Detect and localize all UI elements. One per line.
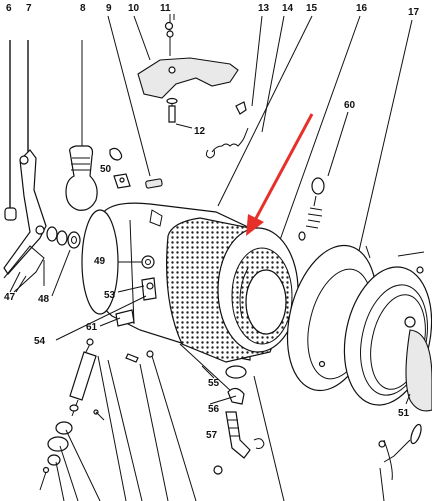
bottom-parts — [39, 338, 385, 501]
callout-10: 10 — [128, 3, 140, 14]
callout-50: 50 — [100, 164, 112, 175]
leader-lines-top-right — [217, 15, 413, 265]
perforated-drum — [166, 217, 299, 363]
callout-8: 8 — [80, 3, 86, 14]
callout-13: 13 — [258, 3, 270, 14]
callout-leaders — [15, 14, 411, 405]
callout-11: 11 — [160, 3, 171, 14]
callout-labels: 6 7 8 9 10 11 12 13 14 15 16 17 60 50 49… — [4, 3, 420, 441]
spring-part-60 — [298, 177, 325, 241]
callout-15: 15 — [306, 3, 318, 14]
callout-7: 7 — [26, 3, 32, 14]
callout-61: 61 — [86, 322, 98, 333]
front-ring — [343, 245, 432, 481]
callout-53: 53 — [104, 290, 116, 301]
hose-part-8 — [65, 40, 98, 211]
left-brackets — [3, 40, 47, 293]
callout-56: 56 — [208, 404, 220, 415]
callout-57: 57 — [206, 430, 218, 441]
callout-16: 16 — [356, 3, 368, 14]
washers-47-48 — [9, 226, 81, 293]
top-bracket-10 — [133, 14, 239, 129]
red-pointer-arrow — [246, 113, 314, 236]
callout-12: 12 — [194, 126, 206, 137]
callout-55: 55 — [208, 378, 220, 389]
callout-49: 49 — [94, 256, 106, 267]
callout-60: 60 — [344, 100, 356, 111]
callout-48: 48 — [38, 294, 50, 305]
springs-13-14 — [205, 15, 285, 159]
callout-6: 6 — [6, 3, 12, 14]
callout-47: 47 — [4, 292, 16, 303]
callout-9: 9 — [106, 3, 112, 14]
callout-17: 17 — [408, 7, 420, 18]
callout-54: 54 — [34, 336, 46, 347]
small-parts-9-50 — [107, 15, 163, 189]
callout-51: 51 — [398, 408, 410, 419]
callout-14: 14 — [282, 3, 294, 14]
